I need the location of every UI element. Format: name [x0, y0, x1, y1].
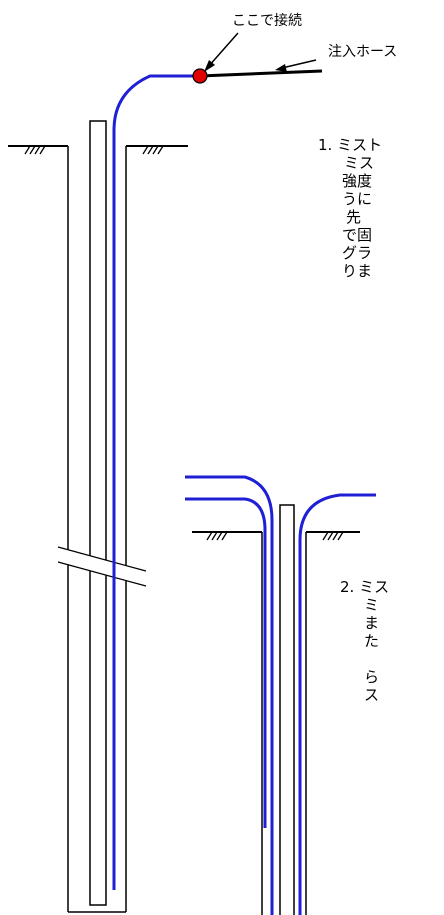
connector-dot-icon: [192, 68, 208, 84]
ground-hatch-icon: [21, 145, 47, 155]
break-mark-line-1: [57, 546, 147, 572]
injection-pipe-2b: [185, 497, 267, 828]
ground-hatch-icon: [319, 531, 345, 541]
label-connect-here: ここで接続: [232, 13, 302, 29]
casing-pipe-2: [279, 504, 295, 915]
step-2-line: [340, 650, 389, 668]
step-2-line: ス: [364, 686, 380, 704]
step-2-line: ら: [364, 668, 380, 686]
step-1-heading: 1. ミスト: [318, 136, 383, 154]
figure-2: [185, 475, 376, 915]
label-injection-hose: 注入ホース: [328, 44, 398, 60]
break-mark-mask: [58, 547, 146, 586]
step-2-heading: 2. ミス: [340, 578, 390, 596]
step-1-text: 1. ミスト ミス 強度 うに 先 で固 グラ りま: [318, 136, 382, 280]
break-mark-line-2: [57, 561, 147, 587]
step-1-line: ミス: [344, 154, 375, 172]
injection-pipe: [112, 74, 200, 890]
ground-hatch-icon: [203, 531, 229, 541]
arrow-connect: [204, 32, 239, 72]
arrow-hose: [275, 59, 317, 72]
step-1-line: グラ: [342, 244, 373, 262]
step-2-line: ミ: [364, 596, 380, 614]
casing-pipe: [89, 120, 107, 906]
step-2-line: た: [364, 632, 380, 650]
step-1-line: 強度: [342, 172, 373, 190]
step-2-text: 2. ミス ミ ま た ら ス: [340, 578, 389, 704]
step-2-line: ま: [364, 614, 380, 632]
step-1-line: 先: [346, 208, 362, 226]
injection-pipe-2c: [298, 493, 376, 915]
injection-pipe-2a: [185, 475, 274, 915]
step-1-line: りま: [342, 262, 373, 280]
ground-hatch-icon: [139, 145, 165, 155]
injection-hose-line: [199, 69, 323, 78]
step-1-line: うに: [342, 190, 373, 208]
step-1-line: で固: [342, 226, 373, 244]
figure-1: [8, 32, 323, 913]
